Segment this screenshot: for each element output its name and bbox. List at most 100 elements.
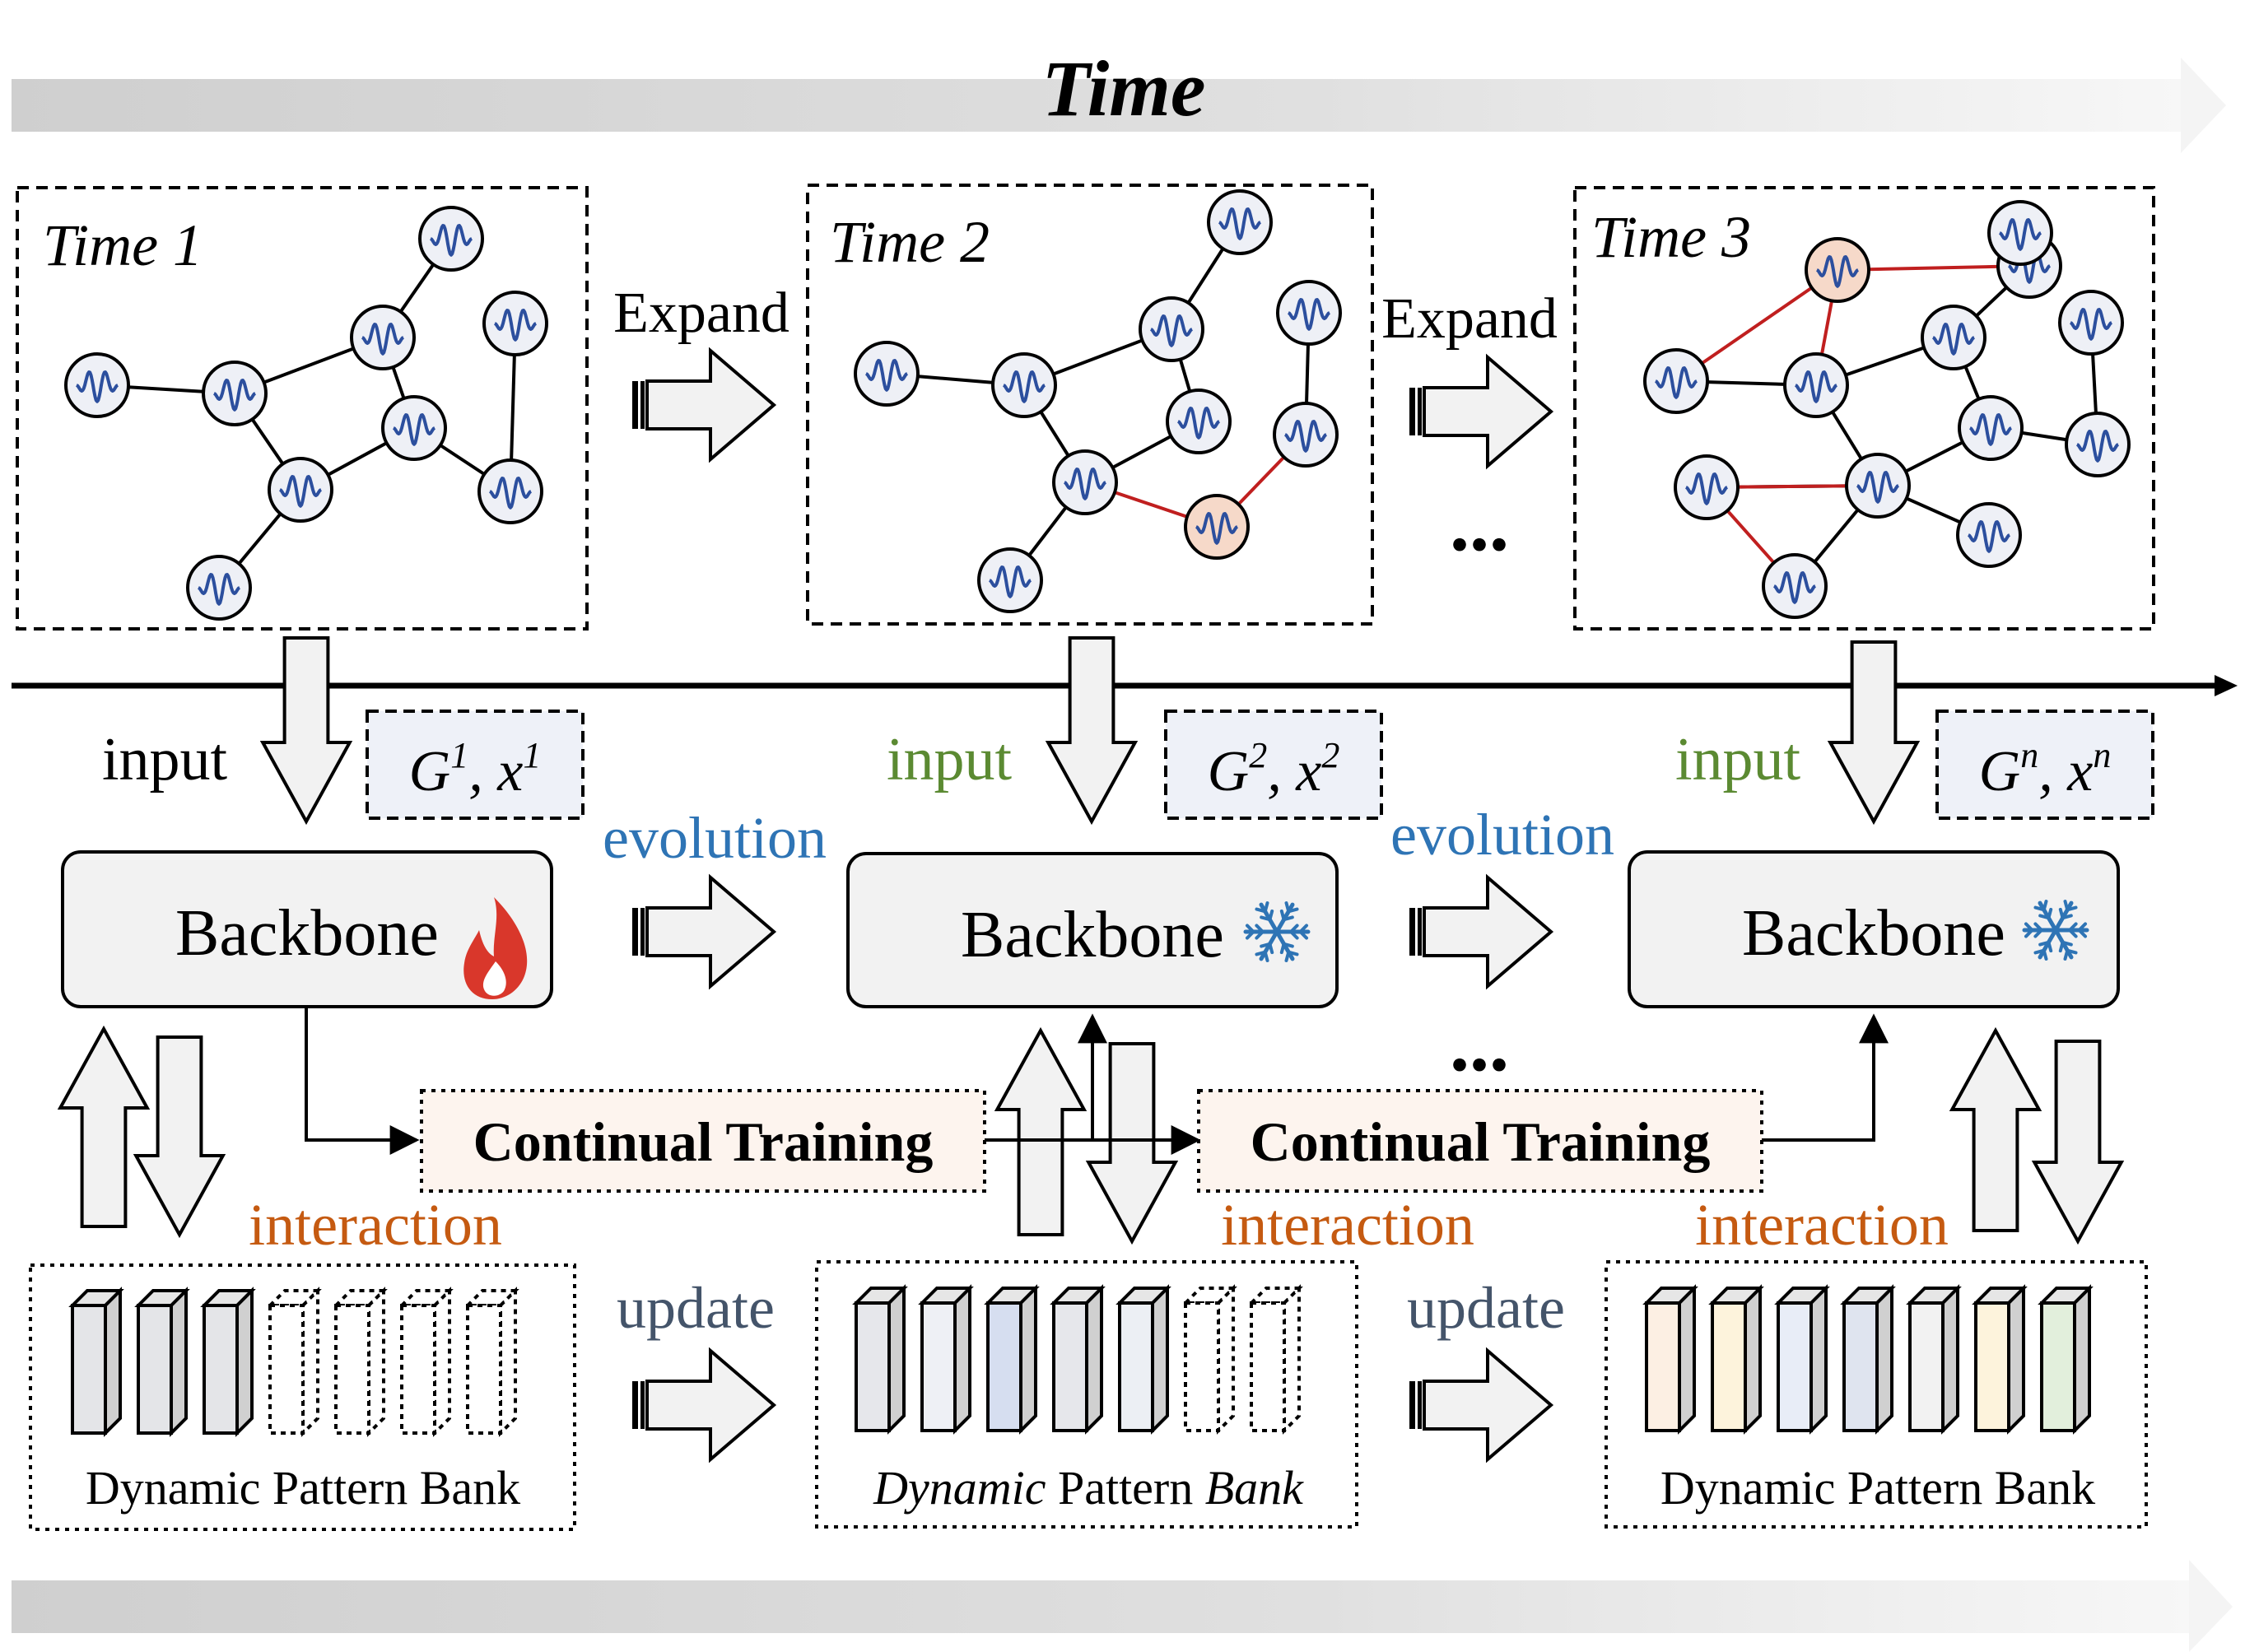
block-front <box>400 1304 436 1435</box>
node-circle <box>854 341 920 407</box>
horizontal-arrow-layer <box>632 347 1554 1464</box>
node-circle <box>482 291 548 356</box>
pattern-bank-label-dynamic: Dynamic <box>873 1461 1046 1515</box>
node-circle <box>1674 454 1740 520</box>
block-side <box>887 1284 906 1435</box>
interaction-label: interaction <box>1695 1192 1949 1258</box>
node-circle <box>381 395 447 461</box>
block-arrow-icon <box>1409 1347 1554 1464</box>
snowflake-branch <box>2033 948 2046 955</box>
arrow-tail-bar <box>1409 1381 1415 1429</box>
graph-node <box>1762 553 1828 619</box>
pattern-bank-frame <box>29 1263 576 1531</box>
block-side <box>1019 1284 1037 1435</box>
pattern-block <box>1840 1284 1896 1435</box>
block-side <box>170 1287 188 1437</box>
snowflake-branch <box>2024 922 2034 932</box>
block-side <box>104 1287 122 1437</box>
waveform-icon <box>1218 207 1261 240</box>
arrow-tail-bar <box>632 381 638 429</box>
input-arrow <box>1827 640 1921 826</box>
node-circle <box>418 206 484 272</box>
evolution-label: evolution <box>603 805 827 871</box>
arrow-tail-bar <box>1418 1381 1422 1429</box>
snowflake-branch <box>1255 950 1267 956</box>
pattern-block <box>68 1287 124 1437</box>
node-circle <box>1207 189 1273 255</box>
node-circle <box>1805 237 1870 303</box>
waveform-icon <box>1655 366 1698 399</box>
interaction-down-arrow <box>1085 1042 1179 1245</box>
evolution-label: evolution <box>1390 802 1614 868</box>
continual-training-label: Continual Training <box>473 1110 934 1173</box>
graph-node <box>1987 200 2053 266</box>
snowflake-branch <box>1260 942 1272 948</box>
node-circle <box>2058 290 2124 356</box>
block-front <box>268 1304 305 1435</box>
waveform-icon <box>1816 255 1859 288</box>
empty-pattern-block <box>266 1287 322 1437</box>
waveform-icon <box>361 323 404 356</box>
graph-node <box>1643 348 1709 414</box>
waveform-icon <box>1284 420 1327 453</box>
block-side <box>235 1287 254 1437</box>
graph-node <box>1052 449 1118 515</box>
block-arrow-icon <box>632 873 777 990</box>
waveform-icon <box>198 573 240 606</box>
snowflake-branch <box>1245 924 1255 933</box>
graph-node <box>1139 296 1204 362</box>
block-front <box>1118 1301 1154 1432</box>
block-front <box>1777 1301 1813 1432</box>
snowflake-branch <box>1289 930 1299 940</box>
snapshot-label: Time 2 <box>830 209 990 275</box>
block-front <box>1842 1301 1879 1432</box>
interaction-down-arrow <box>2031 1040 2125 1245</box>
block-side <box>2007 1284 2025 1435</box>
snowflake-branch <box>1282 915 1294 922</box>
graph-node <box>350 305 416 370</box>
interaction-up-arrow <box>1949 1026 2042 1232</box>
input-g-sup: n <box>2020 735 2038 775</box>
interaction-label: interaction <box>1221 1192 1474 1258</box>
graph-new-node <box>1184 494 1250 560</box>
pattern-block <box>1906 1284 1962 1435</box>
block-side <box>433 1287 451 1437</box>
arrow-body <box>1423 873 1554 990</box>
graph-node <box>1845 453 1911 519</box>
pattern-block <box>918 1284 974 1435</box>
snowflake-branch <box>2038 940 2051 947</box>
node-circle <box>991 352 1057 418</box>
block-front <box>1974 1301 2010 1432</box>
node-circle <box>977 547 1043 613</box>
snapshot-frame-time-2 <box>806 184 1374 626</box>
pattern-block <box>2038 1284 2094 1435</box>
node-circle <box>350 305 416 370</box>
pattern-bank-frame <box>815 1260 1358 1529</box>
input-x: x <box>1295 740 1321 803</box>
input-g: G <box>1208 740 1250 803</box>
snapshot-frames <box>16 184 2155 631</box>
node-circle <box>1762 553 1828 619</box>
graph-node <box>1921 305 1986 370</box>
node-circle <box>1273 402 1339 468</box>
snowflake-branch <box>1255 924 1265 933</box>
input-sep: , <box>468 740 497 803</box>
arrow-tail-bar <box>632 1381 638 1429</box>
arrow-tail-bar <box>640 1381 645 1429</box>
snowflake-branch <box>2063 948 2070 961</box>
continual-training-label: Continual Training <box>1251 1110 1711 1173</box>
waveform-icon <box>1195 512 1238 545</box>
block-front <box>1908 1301 1945 1432</box>
graph-node <box>64 352 130 418</box>
waveform-icon <box>1003 370 1046 403</box>
node-circle <box>1643 348 1709 414</box>
block-side <box>301 1287 319 1437</box>
node-circle <box>1052 449 1118 515</box>
block-front <box>1250 1301 1286 1432</box>
arrow-body <box>645 873 777 990</box>
pattern-block <box>852 1284 908 1435</box>
arrow-tail-bar <box>1418 388 1422 435</box>
arrow-tail-bar <box>640 908 645 956</box>
input-label: input <box>887 726 1013 793</box>
